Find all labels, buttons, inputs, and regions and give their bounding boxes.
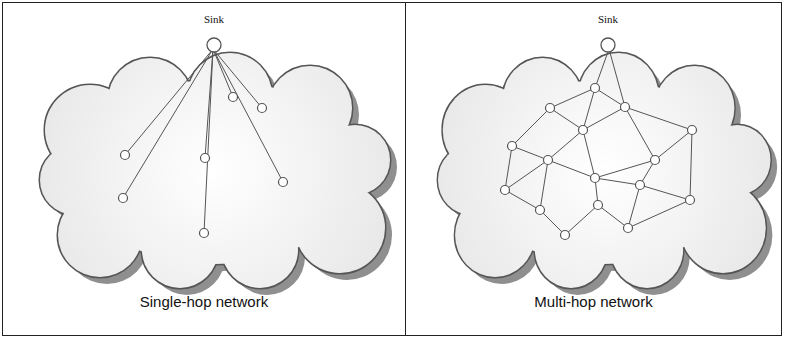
- sink-node: Sink: [588, 12, 628, 54]
- sink-label: Sink: [588, 12, 628, 26]
- cloud: [438, 53, 777, 295]
- sink-node: Sink: [194, 12, 234, 54]
- network-panel: Single-hop network Sink: [2, 2, 406, 336]
- sensor-nodes: [119, 84, 697, 240]
- network-panel: Multi-hop network Sink: [405, 2, 782, 336]
- cloud: [40, 53, 397, 295]
- sink-label: Sink: [194, 12, 234, 26]
- panel-caption: Multi-hop network: [406, 293, 781, 310]
- panel-caption: Single-hop network: [3, 293, 405, 310]
- radio-links: [123, 49, 692, 235]
